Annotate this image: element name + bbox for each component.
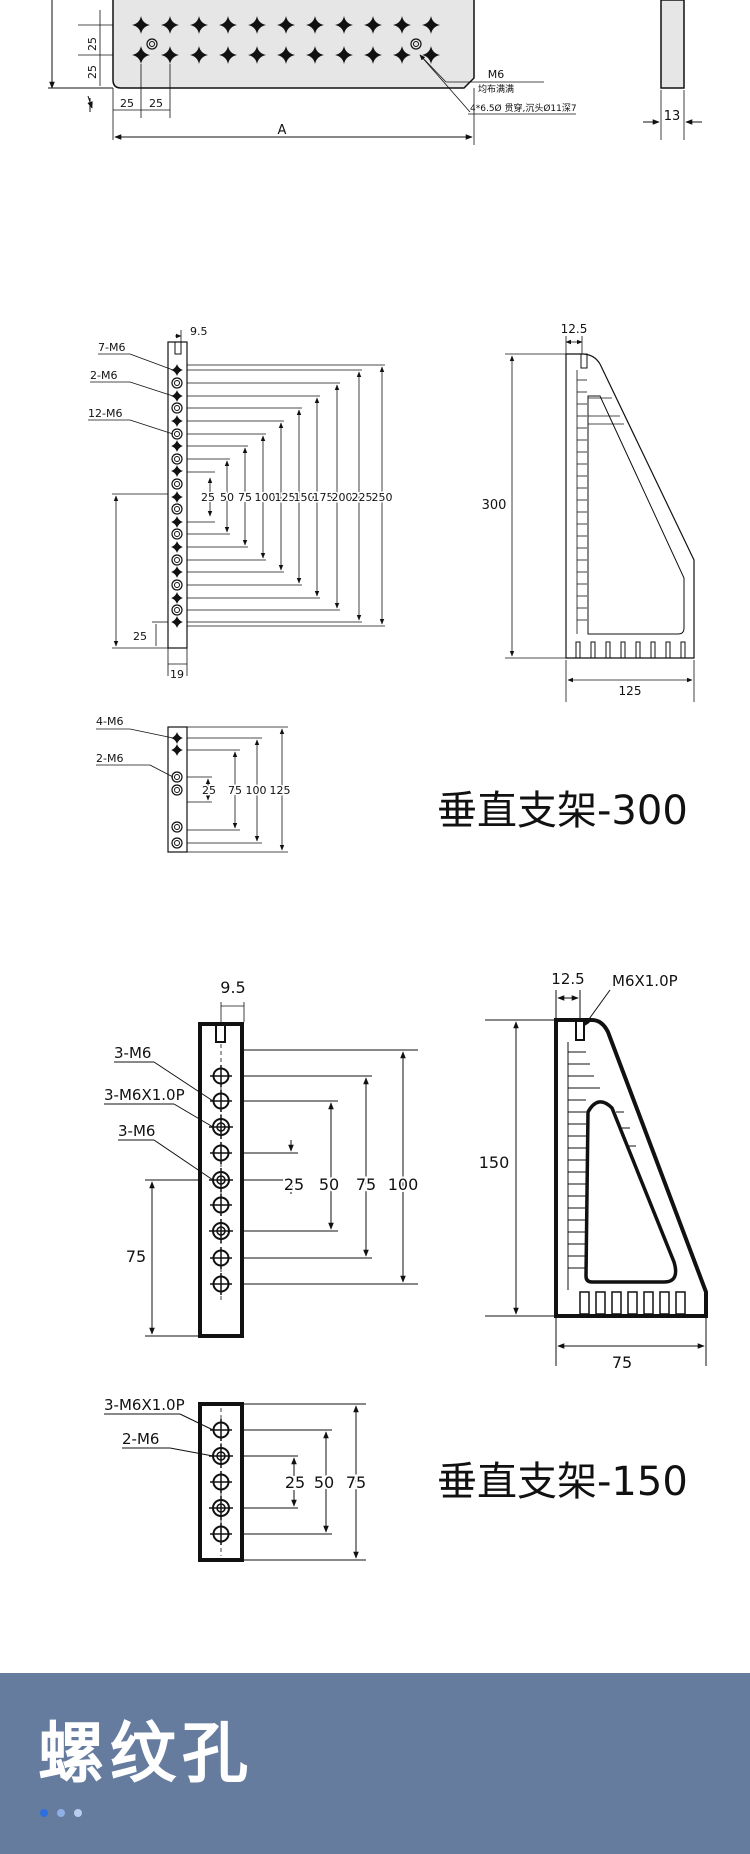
hole-callout: 4-M6 — [96, 715, 123, 728]
dim-label: 150 — [294, 491, 315, 504]
dim-label: 75 — [126, 1247, 146, 1266]
hole-callout: 7-M6 — [98, 341, 125, 354]
dim-label: 25 — [149, 97, 163, 110]
dim-label: 250 — [372, 491, 393, 504]
dim-label: 125 — [270, 784, 291, 797]
thread-callout: M6X1.0P — [612, 972, 678, 990]
dim-A-label: A — [278, 123, 287, 138]
dim-label: 75 — [228, 784, 242, 797]
dim-label: 225 — [352, 491, 373, 504]
carousel-dot[interactable] — [57, 1809, 65, 1817]
counterbore-note: 4*6.5Ø 贯穿,沉头Ø11深7 — [470, 102, 577, 114]
dim-label: 50 — [319, 1175, 339, 1194]
dim-label: 13 — [664, 109, 681, 124]
dim-label: 300 — [482, 498, 507, 513]
dim-label: 25 — [201, 491, 215, 504]
dim-label: 50 — [220, 491, 234, 504]
dim-label: 19 — [170, 668, 184, 681]
hole-callout: 3-M6 — [118, 1122, 155, 1140]
dim-label: 25 — [86, 37, 99, 51]
hole-callout: 3-M6X1.0P — [104, 1086, 185, 1104]
dim-label: 25 — [133, 630, 147, 643]
bracket-150-title: 垂直支架-150 — [437, 1459, 688, 1505]
bracket-150-front-view: 9.5 3-M6 3-M6X1.0P 3-M6 — [104, 978, 420, 1338]
hole-callout: 3-M6X1.0P — [104, 1396, 185, 1414]
hole-callout: 2-M6 — [122, 1430, 159, 1448]
dim-label: 75 — [356, 1175, 376, 1194]
dim-label: 25 — [120, 97, 134, 110]
carousel-dots — [40, 1802, 91, 1821]
bracket-150-side-view: 12.5 M6X1.0P 150 75 — [477, 970, 708, 1372]
bracket-150-small-front: 3-M6X1.0P 2-M6 25 50 75 — [104, 1396, 368, 1562]
dim-label: 150 — [479, 1153, 510, 1172]
dim-label: 9.5 — [220, 978, 245, 997]
hole-callout: 3-M6 — [114, 1044, 151, 1062]
hole-callout: 2-M6 — [90, 369, 117, 382]
section-banner: 螺纹孔 — [0, 1673, 750, 1854]
dim-label: 12.5 — [561, 322, 588, 336]
hole-column — [171, 364, 183, 628]
dim-label: 75 — [346, 1473, 366, 1492]
technical-drawing: 25 25 25 25 A M6 均布满满 4*6.5Ø 贯穿,沉头Ø11深7 … — [48, 0, 708, 1562]
hole-callout: 12-M6 — [88, 407, 122, 420]
carousel-dot[interactable] — [40, 1809, 48, 1817]
dim-label: 75 — [238, 491, 252, 504]
dim-label: 125 — [619, 684, 642, 698]
dim-label: 175 — [313, 491, 334, 504]
thread-note-sub: 均布满满 — [478, 83, 514, 95]
top-plate-drawing: 25 25 25 25 A M6 均布满满 4*6.5Ø 贯穿,沉头Ø11深7 … — [48, 0, 702, 145]
dim-label: 100 — [388, 1175, 419, 1194]
dim-label: 9.5 — [190, 325, 208, 338]
bracket-300-side-view: 12.5 300 125 — [480, 322, 695, 702]
dim-label: 125 — [275, 491, 296, 504]
hole-callout: 2-M6 — [96, 752, 123, 765]
dim-label: 100 — [246, 784, 267, 797]
bracket-300-front-view: 9.5 7-M6 2-M6 12-M6 — [88, 325, 394, 681]
dim-label: 75 — [612, 1353, 632, 1372]
bracket-300-title: 垂直支架-300 — [437, 788, 688, 834]
dim-label: 12.5 — [551, 970, 584, 988]
banner-title: 螺纹孔 — [38, 1715, 254, 1792]
dim-label: 25 — [86, 65, 99, 79]
dim-label: 25 — [202, 784, 216, 797]
dim-label: 25 — [284, 1175, 304, 1194]
dim-label: 50 — [314, 1473, 334, 1492]
carousel-dot[interactable] — [74, 1809, 82, 1817]
bracket-300-small-front: 4-M6 2-M6 25 75 100 125 — [96, 715, 292, 853]
dim-label: 200 — [332, 491, 353, 504]
thread-note: M6 — [488, 68, 505, 81]
dim-label: 25 — [285, 1473, 305, 1492]
dim-label: 100 — [255, 491, 276, 504]
